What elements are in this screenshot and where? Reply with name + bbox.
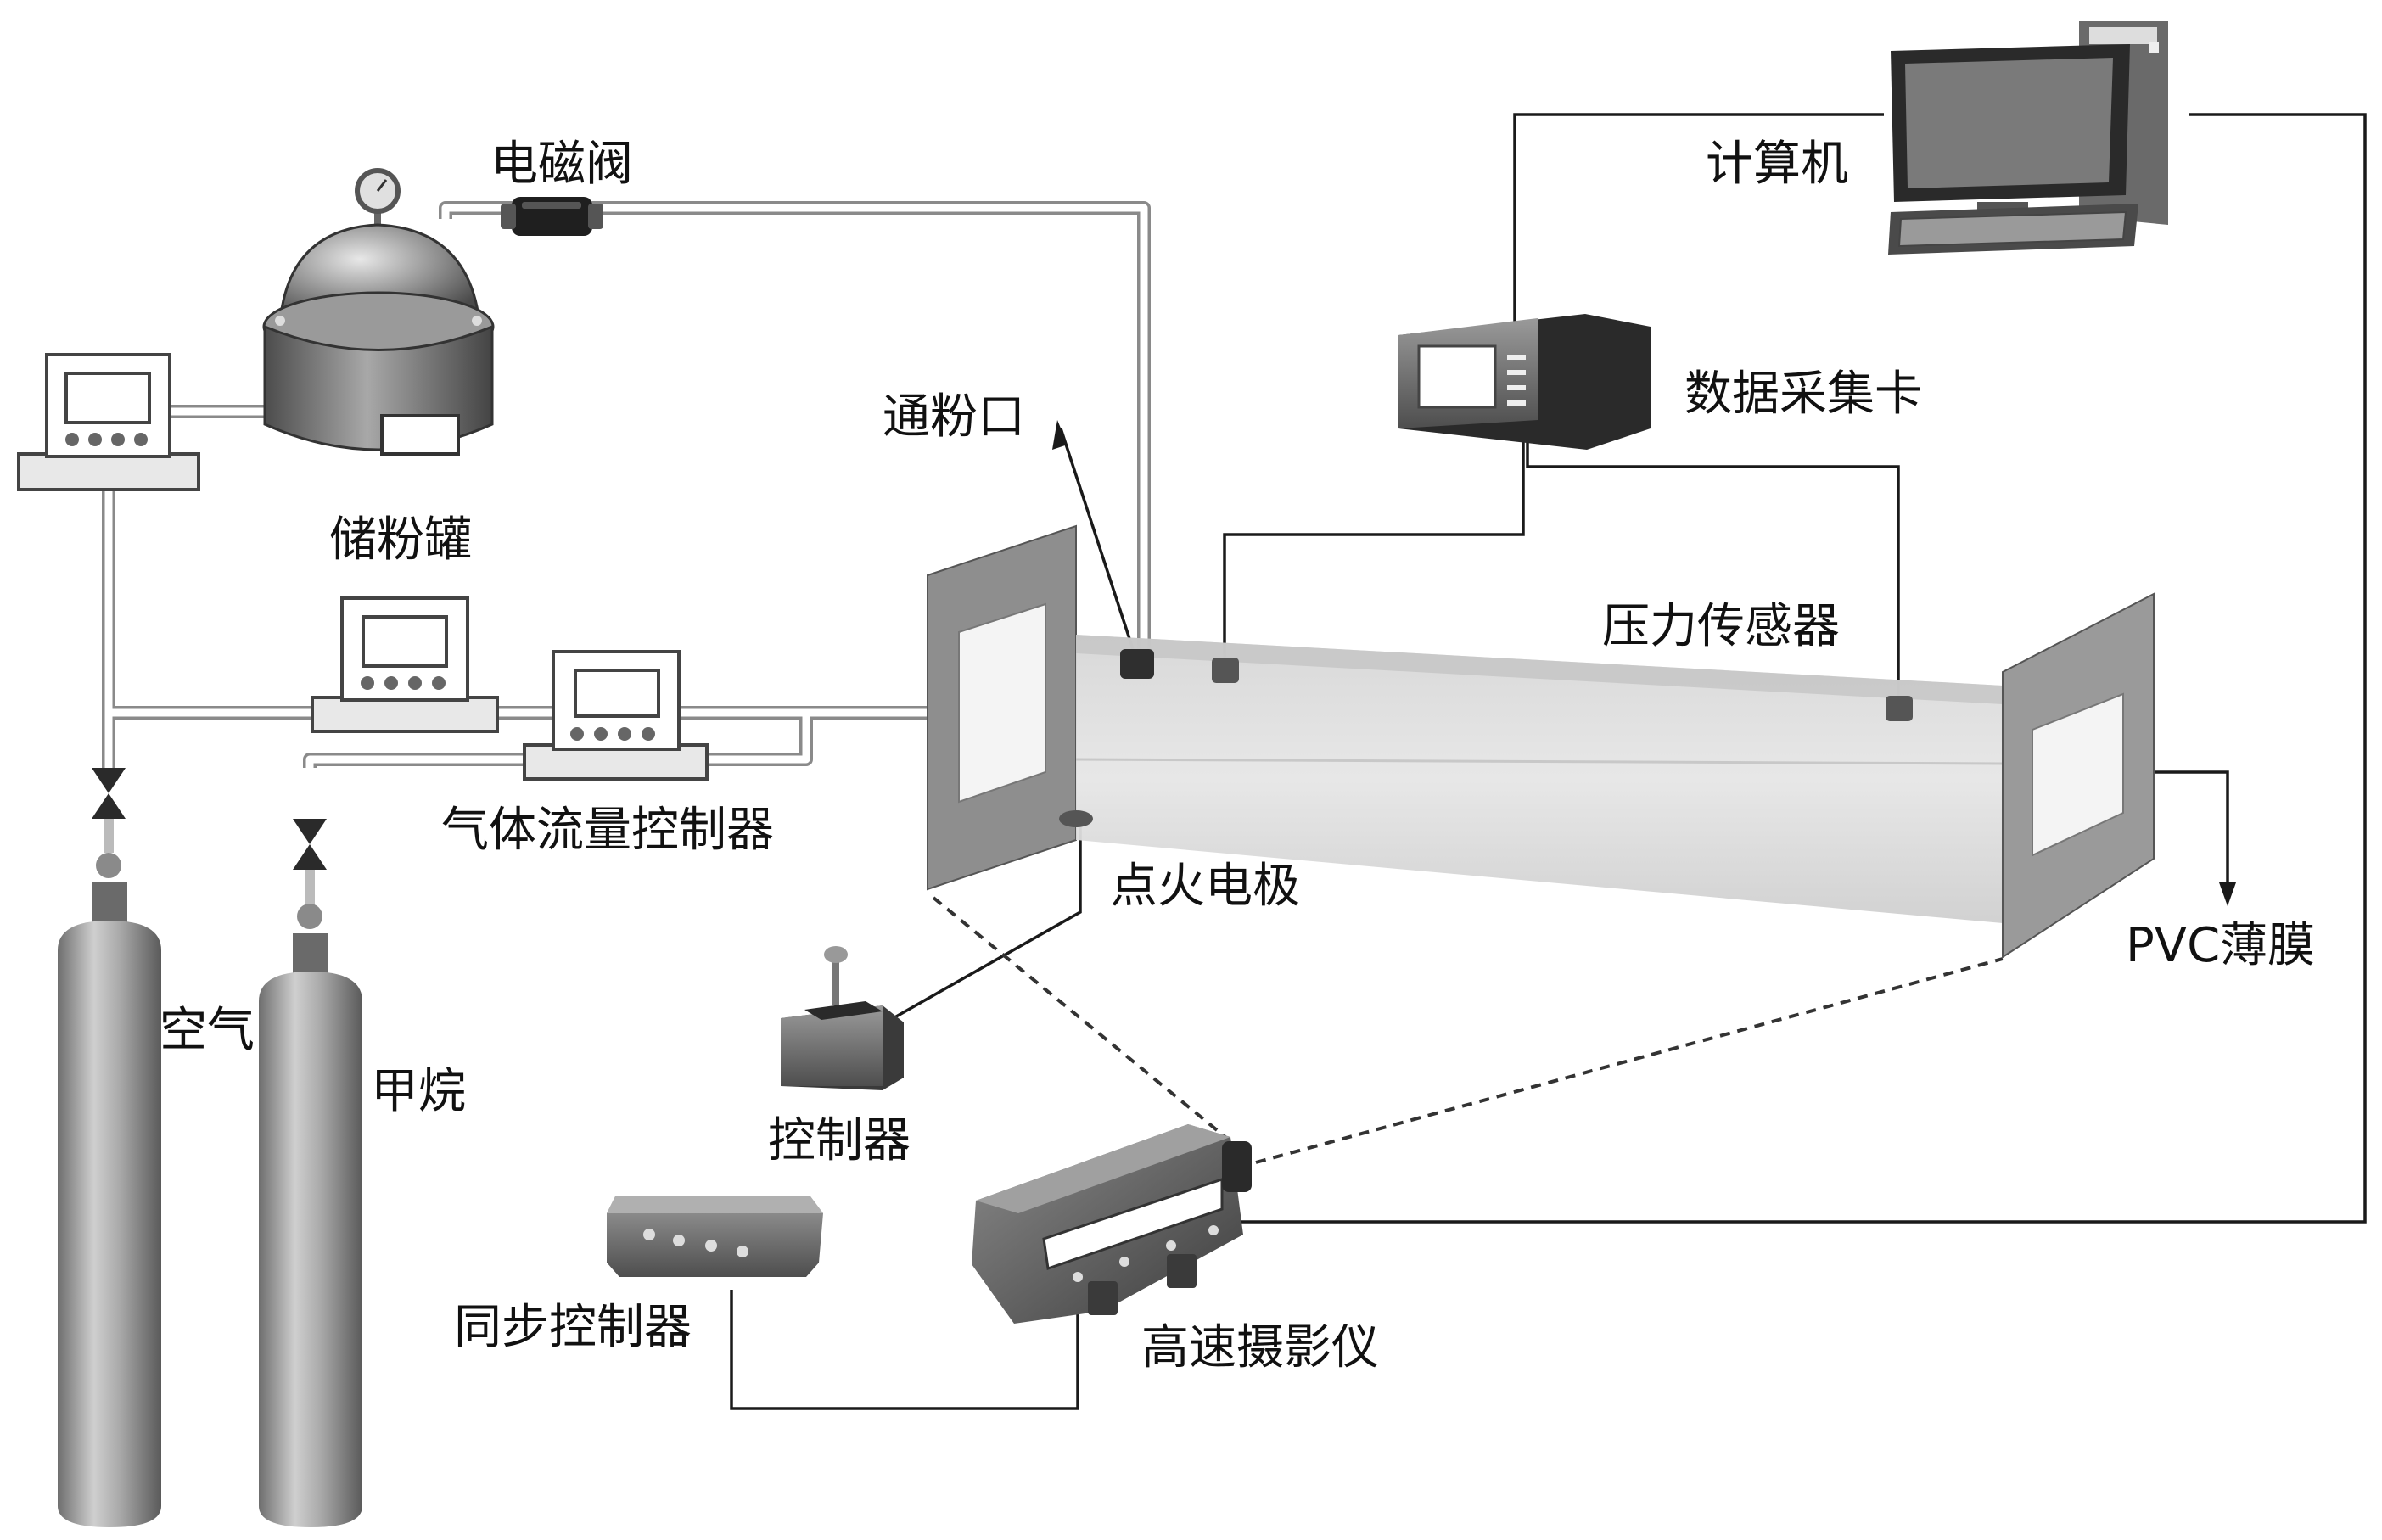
arrow-powder-port-head <box>1052 420 1068 450</box>
pressure-sensor-1 <box>1212 658 1239 683</box>
wire-daq-sensor2 <box>1526 428 1900 696</box>
chamber-tube <box>1076 635 2003 923</box>
pressure-sensor-2 <box>1886 696 1913 721</box>
solenoid-valve <box>501 197 603 236</box>
label-solenoid-valve: 电磁阀 <box>490 137 633 192</box>
label-powder-tank: 储粉罐 <box>329 512 472 568</box>
label-ignition-electrode: 点火电极 <box>1110 859 1300 914</box>
ignition-controller <box>781 946 904 1090</box>
label-pressure-sensor: 压力传感器 <box>1602 599 1840 654</box>
arrow-pvc-head <box>2219 882 2236 906</box>
methane-valve <box>293 819 327 929</box>
sync-controller <box>607 1196 823 1277</box>
flow-controller-tank <box>17 353 200 491</box>
label-controller: 控制器 <box>768 1113 911 1168</box>
air-cylinder <box>58 882 161 1527</box>
flow-controller-methane <box>523 650 709 781</box>
label-gas-flow-controller: 气体流量控制器 <box>441 803 774 858</box>
high-speed-camera <box>972 1124 1252 1324</box>
air-valve <box>92 768 126 878</box>
wire-computer-daq <box>1513 113 1884 339</box>
powder-port-nozzle <box>1120 649 1154 679</box>
label-daq-card: 数据采集卡 <box>1684 367 1922 422</box>
label-powder-port: 通粉口 <box>883 389 1025 445</box>
label-sync-controller: 同步控制器 <box>454 1300 692 1355</box>
wire-computer-camera <box>1222 113 2367 1224</box>
daq-card <box>1398 314 1651 450</box>
arrow-powder-port <box>1059 428 1135 650</box>
flow-controller-air <box>311 596 499 733</box>
camera-view-lines <box>932 896 2004 1164</box>
explosion-chamber <box>927 524 2155 959</box>
label-air: 空气 <box>160 1003 255 1058</box>
label-computer: 计算机 <box>1706 137 1848 192</box>
wire-daq-sensor1 <box>1223 428 1525 658</box>
signal-wires <box>730 113 2367 1410</box>
wire-sync-camera <box>730 1290 1079 1410</box>
powder-tank <box>262 168 495 456</box>
wire-controller-electrode <box>877 823 1082 1028</box>
methane-cylinder <box>259 933 362 1527</box>
ignition-electrode <box>1059 810 1093 827</box>
label-high-speed-camera: 高速摄影仪 <box>1141 1320 1379 1375</box>
label-methane: 甲烷 <box>371 1064 466 1119</box>
computer <box>1888 21 2168 255</box>
label-pvc-film: PVC薄膜 <box>2126 918 2315 973</box>
